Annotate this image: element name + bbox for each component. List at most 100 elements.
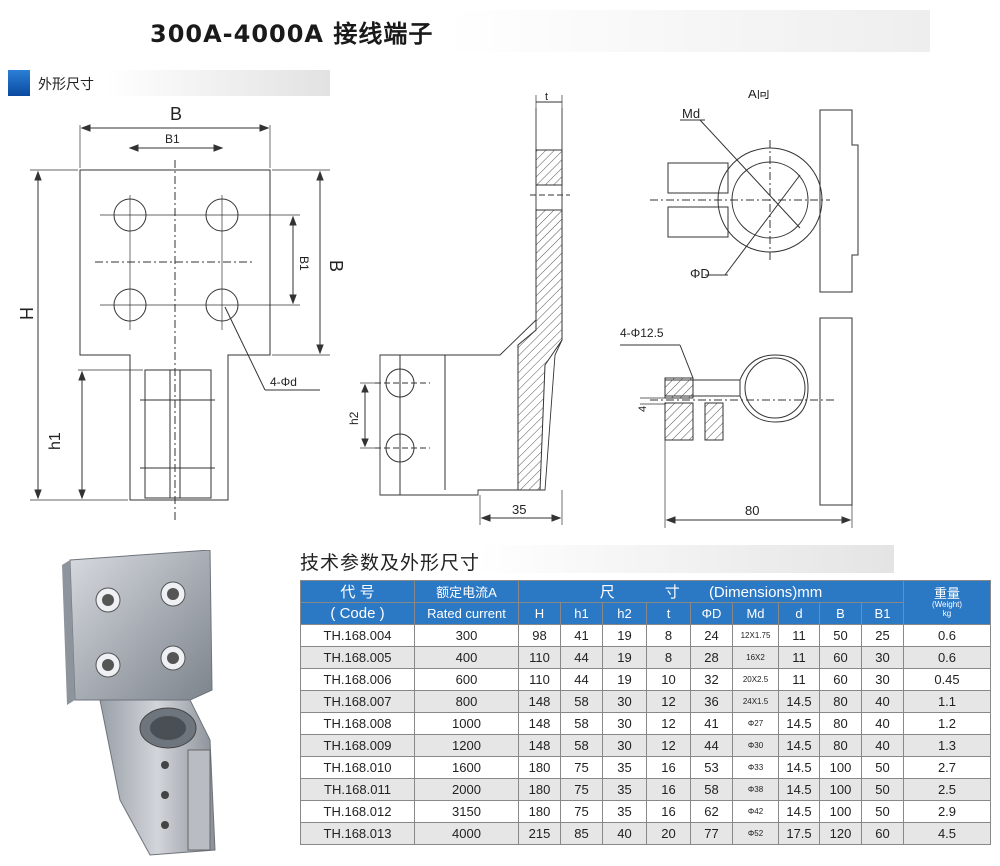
table-cell: 2.5: [903, 778, 991, 801]
table-cell: 12: [646, 712, 691, 735]
table-cell: 14.5: [778, 778, 820, 801]
table-cell: 85: [560, 822, 603, 845]
table-cell: 16X2: [732, 646, 779, 669]
header-weight: 重量 (Weight) kg: [903, 580, 991, 625]
section-marker: [8, 70, 30, 96]
header-dim-en: (Dimensions)mm: [708, 584, 823, 601]
col-h1: h1: [560, 602, 603, 625]
technical-drawing: B B1 H h1 B B1 4-Φd t h2 35: [16, 90, 859, 528]
col-t: t: [646, 602, 691, 625]
table-cell: 60: [819, 668, 862, 691]
header-dim-cn1: 尺: [599, 584, 615, 601]
label-Md: Md: [682, 106, 700, 121]
header-code-en: ( Code ): [300, 602, 415, 625]
table-cell: 40: [602, 822, 647, 845]
table-cell: 24X1.5: [732, 690, 779, 713]
table-cell: 40: [861, 734, 904, 757]
table-cell: 35: [602, 756, 647, 779]
table-cell: 50: [861, 756, 904, 779]
table-cell: 1000: [414, 712, 519, 735]
table-cell: 44: [690, 734, 733, 757]
table-cell: 16: [646, 800, 691, 823]
dim-80: 80: [745, 503, 759, 518]
table-cell: 80: [819, 690, 862, 713]
table-title: 技术参数及外形尺寸: [300, 552, 481, 574]
table-cell: 14.5: [778, 734, 820, 757]
view-a: [650, 109, 859, 293]
page-title: 300A-4000A 接线端子: [150, 20, 434, 48]
label-view-a: A向: [748, 90, 770, 101]
table-cell: 14.5: [778, 690, 820, 713]
dim-4: 4: [637, 406, 649, 412]
header-weight-unit: kg: [942, 609, 952, 618]
title-bar: [150, 10, 930, 52]
table-cell: 300: [414, 624, 519, 647]
dim-B1: B1: [165, 132, 180, 146]
header-weight-cn: 重量: [933, 586, 960, 601]
table-cell: 53: [690, 756, 733, 779]
table-cell: 35: [602, 778, 647, 801]
table-cell: 30: [861, 668, 904, 691]
table-cell: 100: [819, 800, 862, 823]
table-cell: 100: [819, 756, 862, 779]
table-cell: 180: [518, 778, 561, 801]
table-cell: 58: [560, 712, 603, 735]
table-cell: 3150: [414, 800, 519, 823]
table-cell: 25: [861, 624, 904, 647]
table-cell: 2.7: [903, 756, 991, 779]
table-cell: 62: [690, 800, 733, 823]
dim-t: t: [545, 91, 548, 103]
table-cell: 17.5: [778, 822, 820, 845]
table-cell: 50: [819, 624, 862, 647]
table-cell: 20X2.5: [732, 668, 779, 691]
table-cell: TH.168.006: [300, 668, 415, 691]
dim-B-side: B: [326, 260, 346, 272]
table-cell: 11: [778, 646, 820, 669]
table-cell: TH.168.010: [300, 756, 415, 779]
table-cell: TH.168.012: [300, 800, 415, 823]
header-dim-cn2: 寸: [664, 584, 680, 601]
table-cell: Φ52: [732, 822, 779, 845]
table-cell: Φ27: [732, 712, 779, 735]
table-cell: 16: [646, 778, 691, 801]
dim-h2: h2: [347, 411, 361, 425]
table-cell: 40: [861, 712, 904, 735]
col-d: d: [778, 602, 820, 625]
table-cell: 75: [560, 756, 603, 779]
table-cell: TH.168.008: [300, 712, 415, 735]
table-cell: 28: [690, 646, 733, 669]
table-cell: 40: [861, 690, 904, 713]
table-cell: 10: [646, 668, 691, 691]
table-cell: 35: [602, 800, 647, 823]
table-cell: 2.9: [903, 800, 991, 823]
dim-B1-side: B1: [297, 256, 311, 271]
spec-table: 代 号 额定电流A 尺 寸 (Dimensions)mm 重量 (Weight)…: [300, 580, 991, 845]
table-cell: 180: [518, 800, 561, 823]
table-cell: 180: [518, 756, 561, 779]
table-cell: 60: [861, 822, 904, 845]
table-cell: 600: [414, 668, 519, 691]
table-cell: 8: [646, 624, 691, 647]
table-cell: 80: [819, 734, 862, 757]
table-cell: 1.3: [903, 734, 991, 757]
table-cell: 1600: [414, 756, 519, 779]
table-cell: 60: [819, 646, 862, 669]
table-cell: 11: [778, 668, 820, 691]
table-cell: 2000: [414, 778, 519, 801]
table-cell: 120: [819, 822, 862, 845]
table-cell: 14.5: [778, 712, 820, 735]
label-PhiD: ΦD: [690, 266, 710, 281]
table-cell: 215: [518, 822, 561, 845]
table-cell: 4000: [414, 822, 519, 845]
table-cell: 148: [518, 690, 561, 713]
table-cell: 11: [778, 624, 820, 647]
table-cell: TH.168.013: [300, 822, 415, 845]
table-cell: 36: [690, 690, 733, 713]
table-cell: 14.5: [778, 756, 820, 779]
